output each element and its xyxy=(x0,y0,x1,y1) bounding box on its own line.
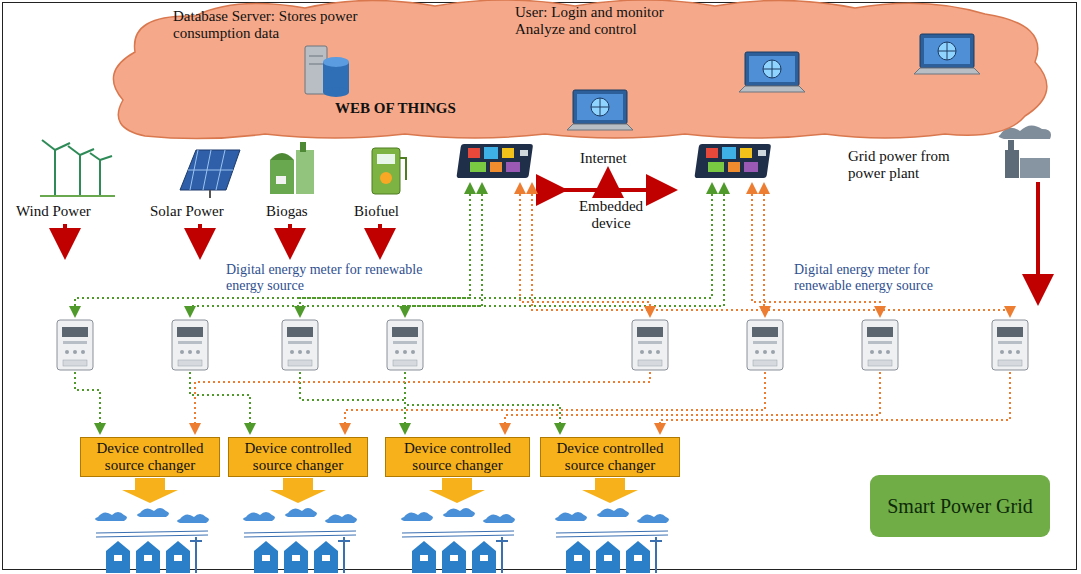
box-label: Device controlled source changer xyxy=(545,440,675,474)
cloud-title: WEB OF THINGS xyxy=(335,100,456,117)
source-label: Solar Power xyxy=(150,203,260,220)
meter-caption: Digital energy meter for renewable energ… xyxy=(226,262,426,294)
grid-label: Grid power from power plant xyxy=(848,148,988,182)
laptop-icon xyxy=(739,52,805,92)
green-dotted-wires xyxy=(75,184,724,316)
database-icon xyxy=(305,46,349,97)
server-caption: Database Server: Stores power consumptio… xyxy=(173,8,373,42)
box-label: Smart Power Grid xyxy=(887,495,1033,518)
laptop-icon xyxy=(567,90,633,130)
internet-arrow xyxy=(552,182,662,190)
orange-dotted-wires xyxy=(520,184,1010,316)
biofuel-pump xyxy=(372,148,406,194)
grid-plant-icon xyxy=(999,125,1051,178)
wind-turbines xyxy=(40,140,115,196)
box-label: Device controlled source changer xyxy=(390,440,525,474)
device-label: Embedded device xyxy=(570,198,652,232)
source-label: Biogas xyxy=(266,203,336,220)
orange-meter-wires xyxy=(195,372,1010,433)
source-label: Biofuel xyxy=(354,203,424,220)
box-label: Device controlled source changer xyxy=(85,440,215,474)
network-label: Internet xyxy=(580,150,650,167)
laptop-icon xyxy=(914,34,980,74)
process-box: Device controlled source changer xyxy=(228,437,368,477)
solar-panel xyxy=(180,150,240,198)
user-caption: User: Login and monitor Analyze and cont… xyxy=(515,4,665,38)
cloud-region: Database Server: Stores power consumptio… xyxy=(105,0,1060,140)
house-groups xyxy=(95,508,669,573)
energy-meters xyxy=(57,320,1028,370)
process-box: Device controlled source changer xyxy=(540,437,680,477)
box-label: Device controlled source changer xyxy=(233,440,363,474)
meter-caption: Digital energy meter for renewable energ… xyxy=(794,262,984,294)
supply-arrows xyxy=(122,478,638,503)
green-meter-wires xyxy=(75,372,560,433)
process-box: Device controlled source changer xyxy=(80,437,220,477)
biogas-plant xyxy=(270,142,314,194)
source-label: Wind Power xyxy=(16,203,126,220)
embedded-devices xyxy=(456,144,771,178)
title-box: Smart Power Grid xyxy=(870,475,1050,537)
process-box: Device controlled source changer xyxy=(385,437,530,477)
